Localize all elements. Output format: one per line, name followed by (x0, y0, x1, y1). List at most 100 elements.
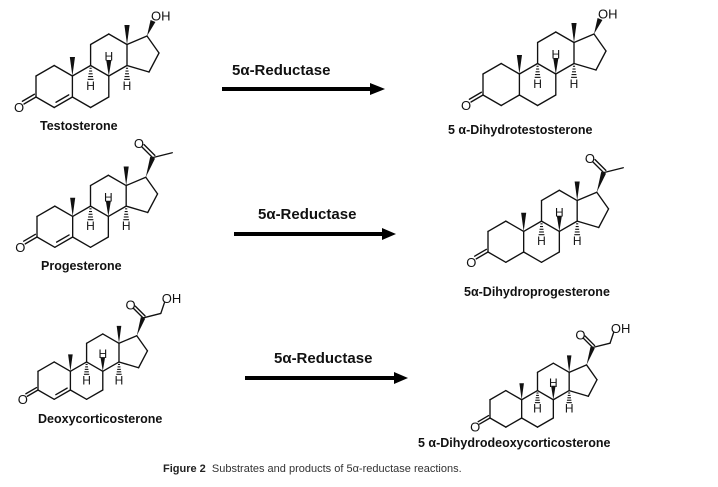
arrowhead-icon (370, 83, 385, 95)
bond (37, 361, 55, 372)
h14-hash-bond (571, 65, 577, 78)
c21-oh-bond (160, 302, 166, 315)
c20-carbonyl-bond (132, 307, 144, 319)
bond (125, 176, 147, 187)
bond (108, 64, 128, 77)
c4-c5-double-bond (55, 94, 70, 103)
bond (500, 62, 521, 75)
figure-caption: Figure 2 Substrates and products of 5α-r… (163, 463, 462, 475)
bond (555, 62, 575, 75)
bond (500, 94, 521, 107)
bond (482, 62, 502, 75)
h9-label: H (533, 402, 542, 416)
oxygen-label: O (470, 420, 480, 435)
bond (89, 33, 110, 46)
bond (536, 389, 555, 401)
c3-carbonyl-bond (475, 251, 489, 260)
bond (587, 379, 598, 397)
bond (146, 35, 160, 54)
oxygen-label: O (15, 240, 25, 255)
c18-methyl-wedge (123, 166, 129, 186)
bond (568, 364, 588, 374)
h8-wedge (106, 60, 112, 76)
arrowhead-icon (382, 228, 396, 240)
reaction-arrow-1: 5α-Reductase (222, 62, 385, 95)
bond (576, 191, 598, 202)
c4-c5-double-bond (55, 387, 68, 396)
c18-methyl-wedge (124, 25, 130, 45)
bond (536, 362, 555, 374)
molecule-name-testosterone: Testosterone (40, 119, 118, 133)
h8-label: H (98, 347, 107, 361)
oxygen-label: O (18, 392, 28, 407)
figure-caption-label: Figure 2 (163, 463, 206, 475)
h9-label: H (533, 77, 542, 91)
bond (53, 96, 74, 109)
bond (558, 220, 578, 233)
h14-hash-bond (566, 392, 572, 404)
bond (505, 251, 525, 263)
c3-carbonyl-double-bond (473, 248, 488, 257)
bond (576, 220, 600, 229)
h8-label: H (104, 50, 113, 64)
c17-oh-wedge (147, 20, 156, 36)
bond (108, 33, 128, 46)
bond (573, 33, 595, 44)
c17-sidechain-wedge (145, 156, 156, 178)
c3-carbonyl-bond (23, 96, 37, 105)
hydroxyl-label: OH (598, 7, 618, 22)
molecule-name-progesterone: Progesterone (41, 259, 122, 273)
bond (558, 189, 578, 202)
h14-label: H (565, 402, 574, 416)
bond (536, 417, 555, 428)
bond (85, 333, 104, 344)
h9-hash-bond (534, 392, 541, 404)
molecule-name-dihydrotestosterone: 5 α-Dihydrotestosterone (448, 123, 593, 137)
oxygen-label: O (14, 100, 24, 115)
c3-carbonyl-bond (26, 389, 39, 397)
bond (540, 220, 561, 233)
bond (107, 205, 127, 218)
bond (89, 236, 110, 248)
h14-hash-bond (123, 208, 130, 221)
bond (69, 361, 88, 372)
oxygen-label: O (134, 136, 144, 151)
c18-methyl-wedge (574, 181, 580, 201)
bond (573, 62, 597, 71)
bond (89, 174, 110, 187)
bond (36, 205, 56, 218)
c3-carbonyl-double-bond (22, 233, 37, 242)
arrowhead-icon (394, 372, 408, 384)
bond (125, 205, 149, 214)
c17-sidechain-wedge (586, 346, 595, 365)
h14-label: H (573, 234, 582, 248)
c18-methyl-wedge (566, 355, 572, 373)
c18-methyl-wedge (116, 325, 122, 344)
bond (487, 251, 507, 263)
c21-oh-bond (609, 332, 615, 344)
bond (482, 94, 502, 107)
bond (536, 31, 557, 44)
bond (102, 333, 120, 344)
bond (53, 64, 74, 77)
bond (85, 389, 104, 401)
c17-oh-wedge (594, 18, 603, 34)
bond (505, 417, 523, 428)
bond (85, 361, 104, 372)
bond (107, 174, 127, 187)
bond (89, 205, 110, 218)
h9-hash-bond (87, 67, 94, 80)
bond (536, 94, 557, 107)
bond (145, 176, 159, 195)
bond (53, 389, 72, 401)
bond (520, 417, 539, 428)
h8-label: H (549, 376, 558, 390)
bond (53, 361, 72, 372)
bond (126, 35, 148, 46)
h9-label: H (82, 373, 91, 387)
c18-methyl-wedge (571, 23, 577, 43)
